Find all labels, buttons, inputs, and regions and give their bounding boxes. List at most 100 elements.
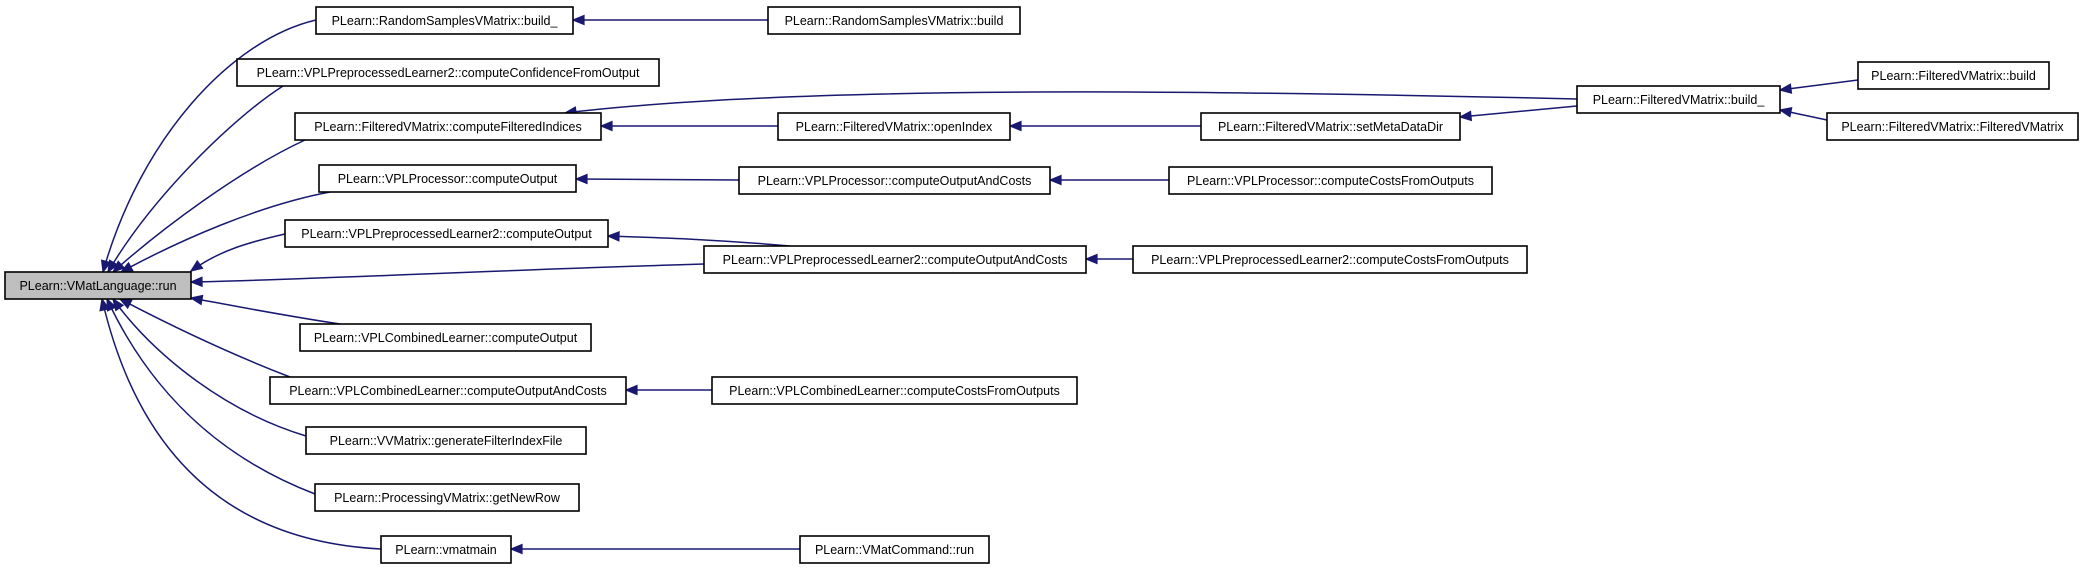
arrowhead: [100, 259, 112, 274]
node-vplpcost[interactable]: PLearn::VPLProcessor::computeCostsFromOu…: [1168, 166, 1493, 195]
edge-vplp2out-to-run: [189, 233, 286, 272]
arrowhead: [107, 259, 119, 274]
node-label: PLearn::VPLPreprocessedLearner2::compute…: [1151, 253, 1509, 267]
node-box[interactable]: [799, 535, 990, 564]
arrowhead: [599, 120, 613, 132]
arrowhead: [1048, 174, 1062, 186]
arrowhead: [189, 294, 204, 306]
node-box[interactable]: [767, 6, 1021, 35]
arrowhead: [571, 14, 585, 26]
edge-vplp2outcost-to-run: [189, 263, 705, 288]
node-box[interactable]: [380, 535, 512, 564]
node-vplp2cost[interactable]: PLearn::VPLPreprocessedLearner2::compute…: [1132, 245, 1528, 274]
node-label: PLearn::VVMatrix::generateFilterIndexFil…: [330, 434, 563, 448]
node-vplp2out[interactable]: PLearn::VPLPreprocessedLearner2::compute…: [284, 219, 609, 248]
edge-line: [1459, 105, 1578, 118]
edge-vplpoutcost-to-vplpout: [574, 173, 740, 185]
node-vplpout[interactable]: PLearn::VPLProcessor::computeOutput: [318, 164, 577, 193]
node-pvgetrow[interactable]: PLearn::ProcessingVMatrix::getNewRow: [314, 483, 580, 512]
arrowhead: [189, 276, 203, 288]
node-box[interactable]: [1857, 61, 2050, 90]
edge-vplpcost-to-vplpoutcost: [1048, 174, 1169, 186]
node-box[interactable]: [1576, 85, 1781, 114]
edge-vplp2outcost-to-vplp2out: [606, 230, 791, 247]
node-label: PLearn::VPLCombinedLearner::computeOutpu…: [289, 384, 607, 398]
node-label: PLearn::FilteredVMatrix::FilteredVMatrix: [1841, 120, 2064, 134]
edge-vplp2conf-to-run: [107, 85, 284, 274]
node-rsbuild[interactable]: PLearn::RandomSamplesVMatrix::build: [767, 6, 1021, 35]
edge-vmatmain-to-run: [99, 297, 382, 550]
edges-layer: [99, 14, 1859, 555]
edge-line: [119, 298, 291, 378]
edge-line: [575, 178, 740, 181]
arrowhead: [1778, 106, 1793, 118]
node-vmcrun[interactable]: PLearn::VMatCommand::run: [799, 535, 990, 564]
node-box[interactable]: [1200, 112, 1461, 141]
edge-line: [101, 298, 382, 550]
node-box[interactable]: [294, 112, 602, 141]
node-box[interactable]: [1132, 245, 1528, 274]
node-box[interactable]: [315, 6, 574, 35]
node-box[interactable]: [777, 112, 1011, 141]
node-fvbuild[interactable]: PLearn::FilteredVMatrix::build: [1857, 61, 2050, 90]
arrowhead: [1458, 110, 1473, 122]
node-box[interactable]: [703, 245, 1087, 274]
edge-line: [112, 139, 306, 273]
node-box[interactable]: [1826, 112, 2079, 141]
edge-line: [190, 233, 286, 272]
node-fvfiltered[interactable]: PLearn::FilteredVMatrix::computeFiltered…: [294, 112, 602, 141]
node-fvbuild_[interactable]: PLearn::FilteredVMatrix::build_: [1576, 85, 1781, 114]
edge-rsbuild-to-rsbuild_: [571, 14, 768, 26]
edge-line: [1779, 79, 1859, 91]
node-fvctor[interactable]: PLearn::FilteredVMatrix::FilteredVMatrix: [1826, 112, 2079, 141]
node-box[interactable]: [1168, 166, 1493, 195]
node-box[interactable]: [738, 166, 1051, 195]
node-vplp2outcost[interactable]: PLearn::VPLPreprocessedLearner2::compute…: [703, 245, 1087, 274]
edge-vvgen-to-run: [112, 297, 307, 437]
edge-line: [190, 263, 705, 283]
node-box[interactable]: [711, 376, 1078, 405]
node-label: PLearn::VMatCommand::run: [815, 543, 974, 557]
node-fvopen[interactable]: PLearn::FilteredVMatrix::openIndex: [777, 112, 1011, 141]
node-label: PLearn::VPLCombinedLearner::computeOutpu…: [314, 331, 578, 345]
edge-line: [120, 191, 331, 273]
arrowhead: [111, 260, 126, 274]
node-vplcout[interactable]: PLearn::VPLCombinedLearner::computeOutpu…: [299, 323, 592, 352]
edge-line: [107, 85, 284, 273]
edge-vmcrun-to-vmatmain: [509, 543, 800, 555]
node-rsbuild_[interactable]: PLearn::RandomSamplesVMatrix::build_: [315, 6, 574, 35]
node-label: PLearn::VPLProcessor::computeCostsFromOu…: [1187, 174, 1474, 188]
node-box[interactable]: [318, 164, 577, 193]
edge-fvctor-to-fvbuild_: [1778, 106, 1828, 121]
node-vplp2conf[interactable]: PLearn::VPLPreprocessedLearner2::compute…: [236, 58, 660, 87]
node-box[interactable]: [284, 219, 609, 248]
node-box[interactable]: [299, 323, 592, 352]
node-label: PLearn::RandomSamplesVMatrix::build_: [332, 14, 559, 28]
node-box[interactable]: [269, 376, 627, 405]
node-vplcoutcost[interactable]: PLearn::VPLCombinedLearner::computeOutpu…: [269, 376, 627, 405]
node-box[interactable]: [236, 58, 660, 87]
edge-rsbuild_-to-run: [100, 19, 317, 274]
arrowhead: [1084, 253, 1098, 265]
edge-fvsetmeta-to-fvopen: [1008, 120, 1201, 132]
node-label: PLearn::FilteredVMatrix::setMetaDataDir: [1218, 120, 1443, 134]
node-label: PLearn::VPLProcessor::computeOutputAndCo…: [758, 174, 1032, 188]
node-label: PLearn::FilteredVMatrix::build: [1871, 69, 2036, 83]
edge-line: [106, 298, 316, 495]
arrowhead: [606, 230, 620, 242]
node-label: PLearn::ProcessingVMatrix::getNewRow: [334, 491, 561, 505]
node-box[interactable]: [4, 271, 192, 300]
node-vplpoutcost[interactable]: PLearn::VPLProcessor::computeOutputAndCo…: [738, 166, 1051, 195]
arrowhead: [574, 173, 588, 185]
node-box[interactable]: [314, 483, 580, 512]
node-vvgen[interactable]: PLearn::VVMatrix::generateFilterIndexFil…: [305, 426, 587, 455]
node-vmatmain[interactable]: PLearn::vmatmain: [380, 535, 512, 564]
edge-vplcout-to-run: [189, 294, 341, 325]
node-run[interactable]: PLearn::VMatLanguage::run: [4, 271, 192, 300]
node-fvsetmeta[interactable]: PLearn::FilteredVMatrix::setMetaDataDir: [1200, 112, 1461, 141]
node-vplccost[interactable]: PLearn::VPLCombinedLearner::computeCosts…: [711, 376, 1078, 405]
node-label: PLearn::FilteredVMatrix::computeFiltered…: [314, 120, 581, 134]
node-label: PLearn::VPLPreprocessedLearner2::compute…: [301, 227, 592, 241]
edge-line: [190, 297, 341, 325]
node-box[interactable]: [305, 426, 587, 455]
